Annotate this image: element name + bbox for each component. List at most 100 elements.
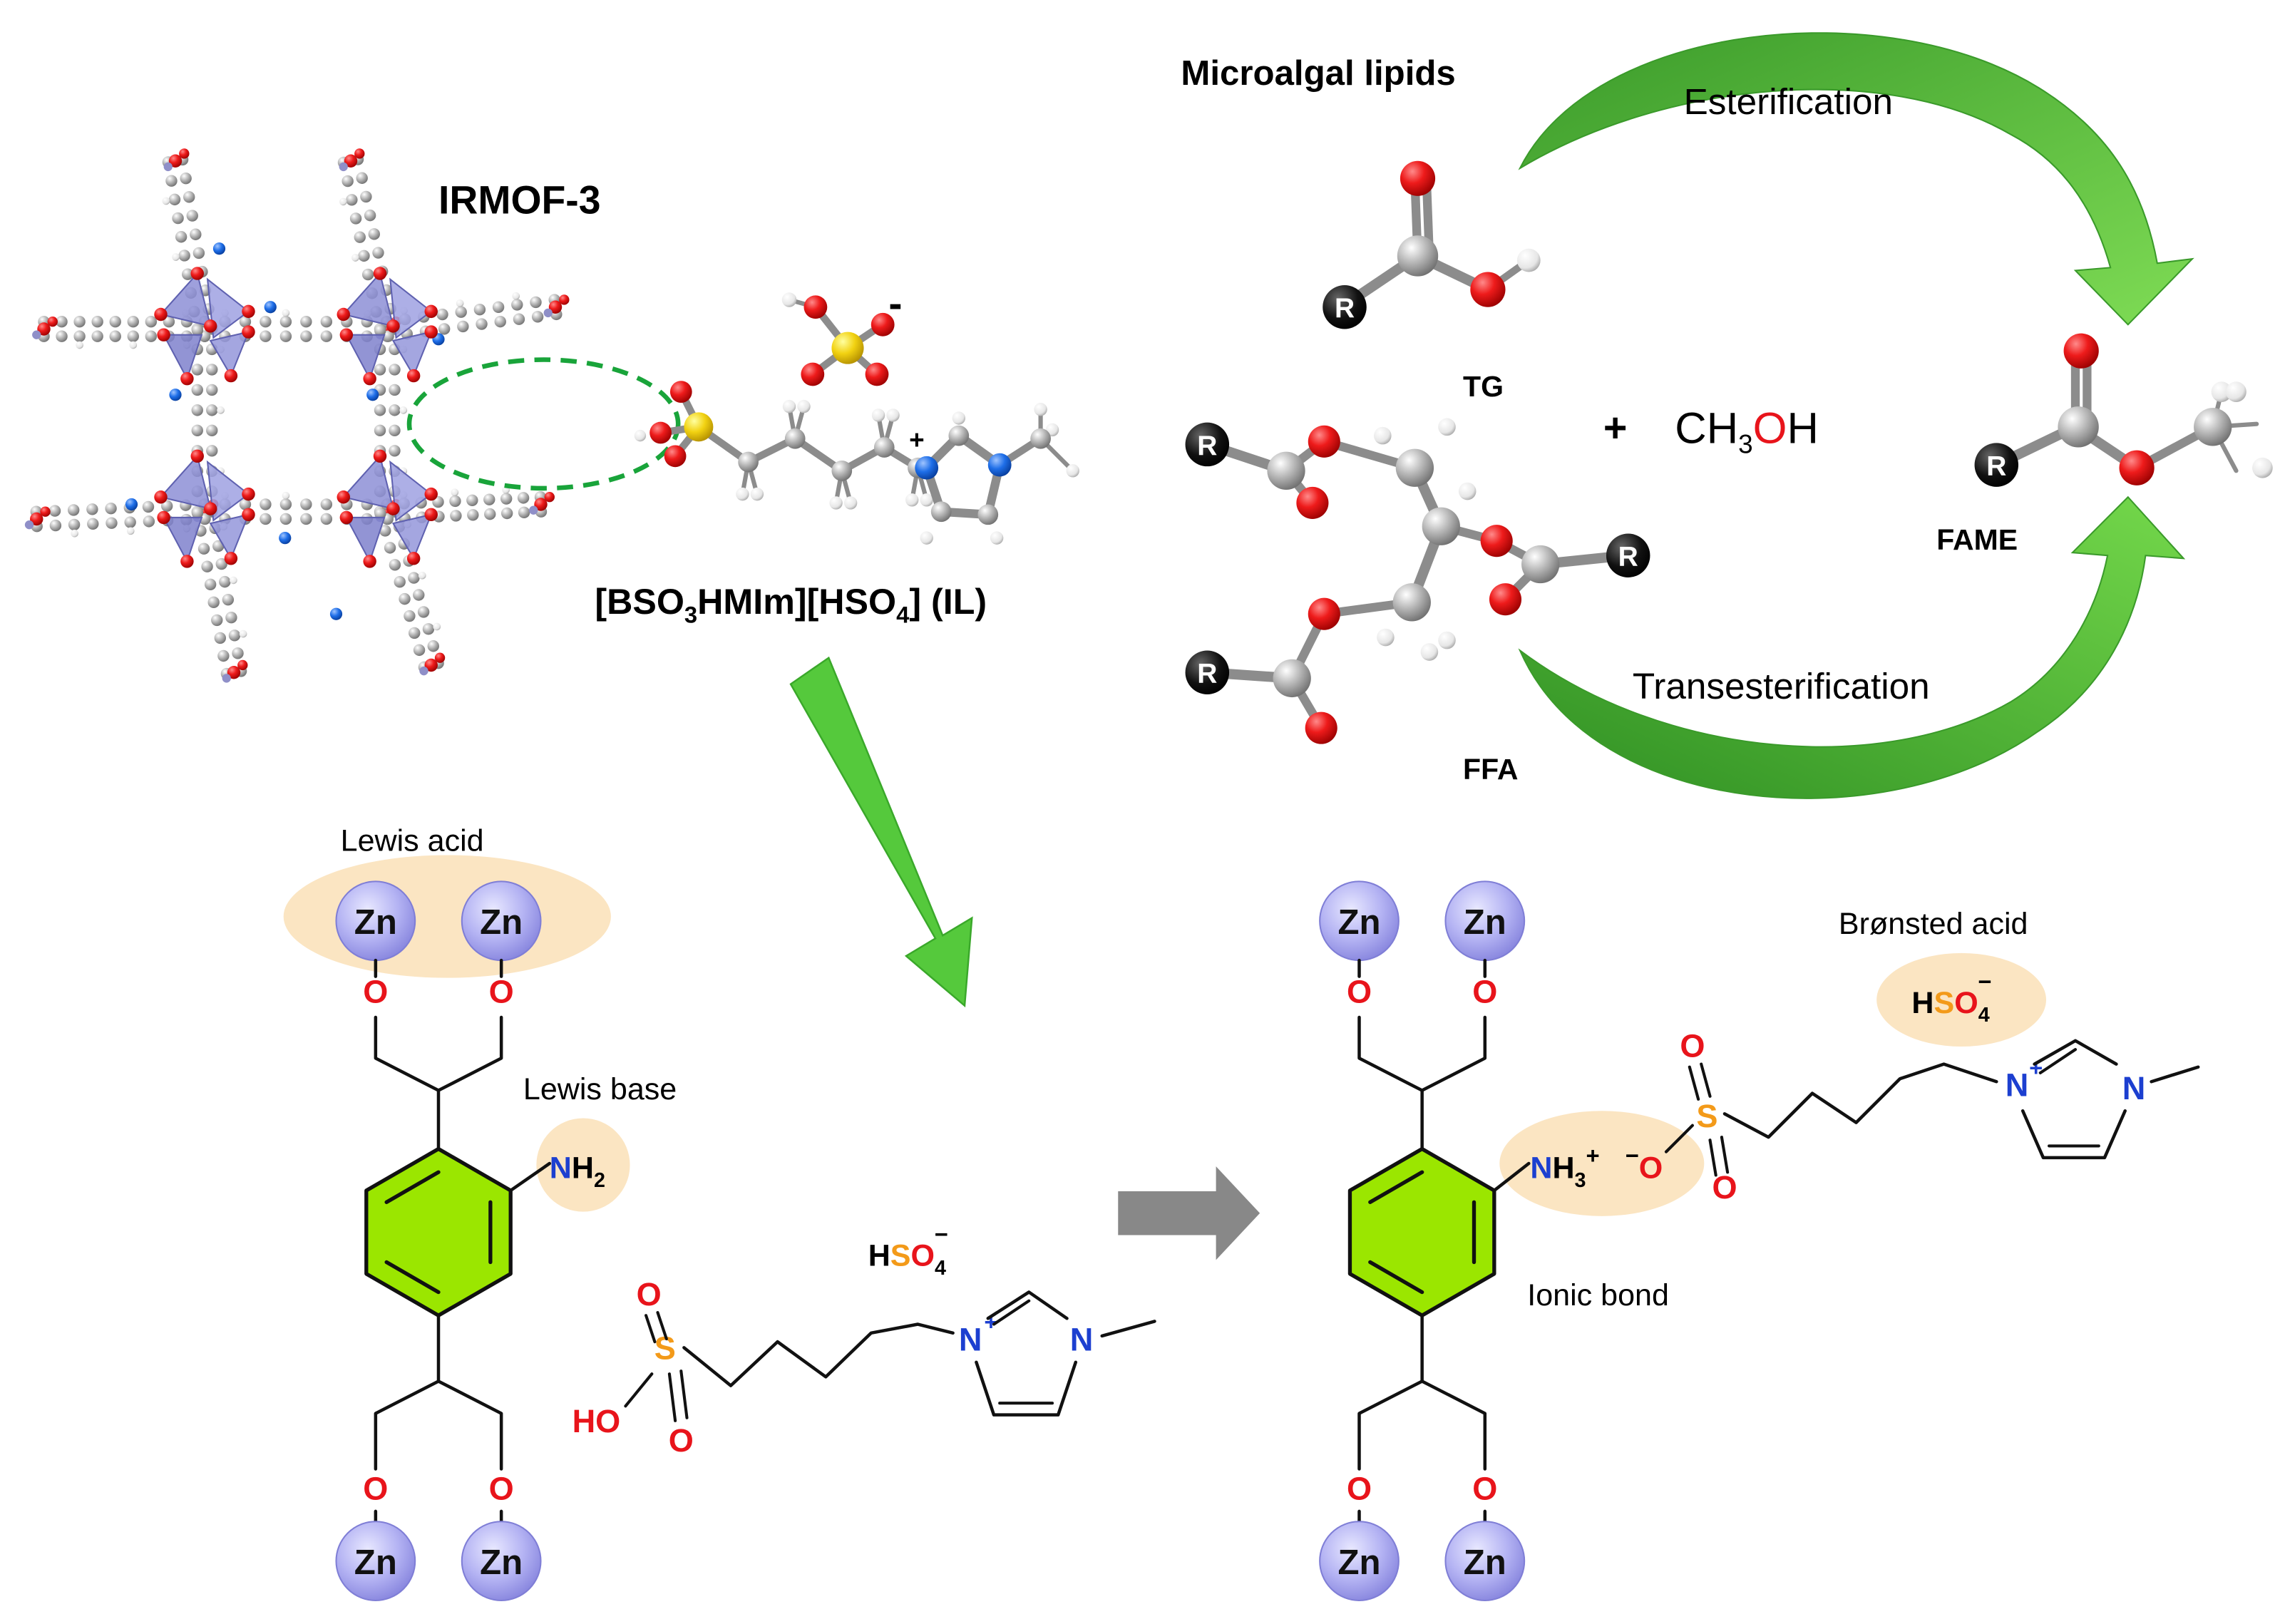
zinc-label: Zn <box>1337 1543 1380 1582</box>
mof-carbon-atom <box>473 304 486 316</box>
mof-terminal-atom <box>543 308 553 318</box>
mof-carbon-atom <box>232 647 244 659</box>
mof-hydrogen-atom <box>399 406 408 414</box>
mof-oxygen-atom <box>168 154 183 168</box>
mof-carbon-atom <box>175 231 188 243</box>
mof-carbon-atom <box>106 517 118 529</box>
zinc-atom <box>1319 1521 1400 1601</box>
mof-carbon-atom <box>222 593 235 606</box>
mof-hydrogen-atom <box>129 341 138 349</box>
mof-carbon-atom <box>239 498 252 510</box>
mof-nitrogen-atom <box>366 389 379 401</box>
mof-oxygen-atom <box>227 666 241 679</box>
mof-oxygen-atom <box>180 371 194 386</box>
tg-carbonyl-oxygen <box>1296 486 1329 519</box>
tg-ester-oxygen <box>1480 525 1513 557</box>
fame-methyl-carbon <box>2194 408 2232 446</box>
anion-charge: - <box>888 281 902 327</box>
aromatic-bond <box>384 1170 441 1204</box>
mof-carbon-atom <box>192 247 205 259</box>
bond <box>2038 1048 2078 1074</box>
mof-oxygen-atom <box>373 267 387 280</box>
mof-terminal-atom <box>222 674 231 683</box>
mof-carbon-atom <box>143 515 155 528</box>
zinc-atom <box>1444 1521 1526 1601</box>
lewis-acid-highlight <box>283 855 611 978</box>
green-diagonal-arrow <box>789 656 973 1008</box>
sulfonate-oxygen-label: −O <box>1626 1142 1663 1185</box>
fame-carbon <box>2058 406 2099 448</box>
mof-oxygen-atom <box>154 490 168 504</box>
r-group-ball <box>1974 443 2019 487</box>
mof-carbon-atom <box>206 404 218 416</box>
oxygen-label: O <box>1472 1471 1497 1507</box>
mof-oxygen-atom <box>242 508 255 522</box>
mof-carbon-atom <box>145 316 158 328</box>
mof-carbon-atom <box>191 384 203 396</box>
bond-chain <box>975 1360 1078 1417</box>
mof-oxygen-atom <box>339 328 354 341</box>
il-ring-carbon <box>930 501 952 523</box>
il-methyl-hydrogen <box>1066 464 1079 478</box>
acid-hydroxyl-oxygen <box>1470 272 1506 307</box>
tg-ester-carbon <box>1273 659 1311 698</box>
bond <box>1708 1139 1717 1177</box>
ionic-liquid-label: [BSO3HMIm][HSO4] (IL) <box>595 582 987 627</box>
mof-carbon-atom <box>484 508 496 520</box>
il-chain-hydrogen <box>782 399 796 413</box>
ionic-bond-label: Ionic bond <box>1527 1278 1669 1312</box>
mof-carbon-atom <box>207 596 220 609</box>
il-ring-carbon <box>977 504 999 525</box>
mof-carbon-atom <box>427 640 439 652</box>
mof-carbon-atom <box>374 404 386 416</box>
mof-oxygen-atom <box>424 658 438 672</box>
bond <box>667 1372 677 1422</box>
mof-carbon-atom <box>191 507 204 519</box>
il-ring-hydrogen <box>952 411 966 425</box>
mof-carbon-atom <box>374 324 386 336</box>
oxygen-label: O <box>363 974 388 1010</box>
mof-carbon-atom <box>518 506 530 519</box>
r-group-ball <box>1606 533 1650 577</box>
mof-hydrogen-atom <box>76 341 83 349</box>
mof-carbon-atom <box>211 614 223 627</box>
mof-carbon-atom <box>172 212 184 225</box>
mof-carbon-atom <box>279 330 292 342</box>
il-hydroxyl-label: HO <box>572 1403 621 1439</box>
mof-carbon-atom <box>379 525 391 537</box>
mof-carbon-atom <box>349 212 362 225</box>
bond-chain <box>374 1015 503 1092</box>
il-anion-oxygen <box>803 295 828 319</box>
mof-terminal-atom <box>529 505 538 515</box>
oxygen-label: O <box>1472 974 1497 1010</box>
mof-oxygen-atom <box>190 449 204 463</box>
sulfonate-oxygen-label: O <box>1680 1027 1705 1064</box>
bond <box>992 1299 1031 1326</box>
aromatic-bond <box>384 1260 441 1295</box>
irmof3-framework <box>24 148 570 683</box>
zinc-label: Zn <box>1464 903 1506 942</box>
mof-carbon-atom <box>124 516 136 528</box>
mof-carbon-atom <box>206 445 218 457</box>
il-cation-nitrogen: N <box>959 1321 982 1357</box>
mof-carbon-atom <box>300 498 312 510</box>
mof-hydrogen-atom <box>418 571 426 580</box>
tg-hydrogen <box>1458 482 1477 500</box>
mof-carbon-atom <box>191 424 203 437</box>
il-sulfonate-oxygen <box>669 381 692 403</box>
mof-oxygen-atom <box>40 506 51 517</box>
mof-carbon-atom <box>204 578 217 590</box>
zn-tetrahedron <box>209 513 250 560</box>
mof-hydrogen-atom <box>451 488 459 496</box>
mof-carbon-atom <box>394 576 406 588</box>
zinc-label: Zn <box>480 1543 523 1582</box>
zinc-atom <box>335 1521 416 1601</box>
tg-carbonyl-oxygen <box>1489 583 1522 616</box>
r-group-ball <box>1185 650 1230 694</box>
mof-hydrogen-atom <box>282 491 290 500</box>
il-chain-hydrogen <box>797 399 811 413</box>
il-sulfonate-sulfur <box>684 412 714 442</box>
lewis-acid-label: Lewis acid <box>341 823 484 858</box>
zn-tetrahedron <box>159 454 212 510</box>
il-ring-hydrogen <box>920 531 933 545</box>
